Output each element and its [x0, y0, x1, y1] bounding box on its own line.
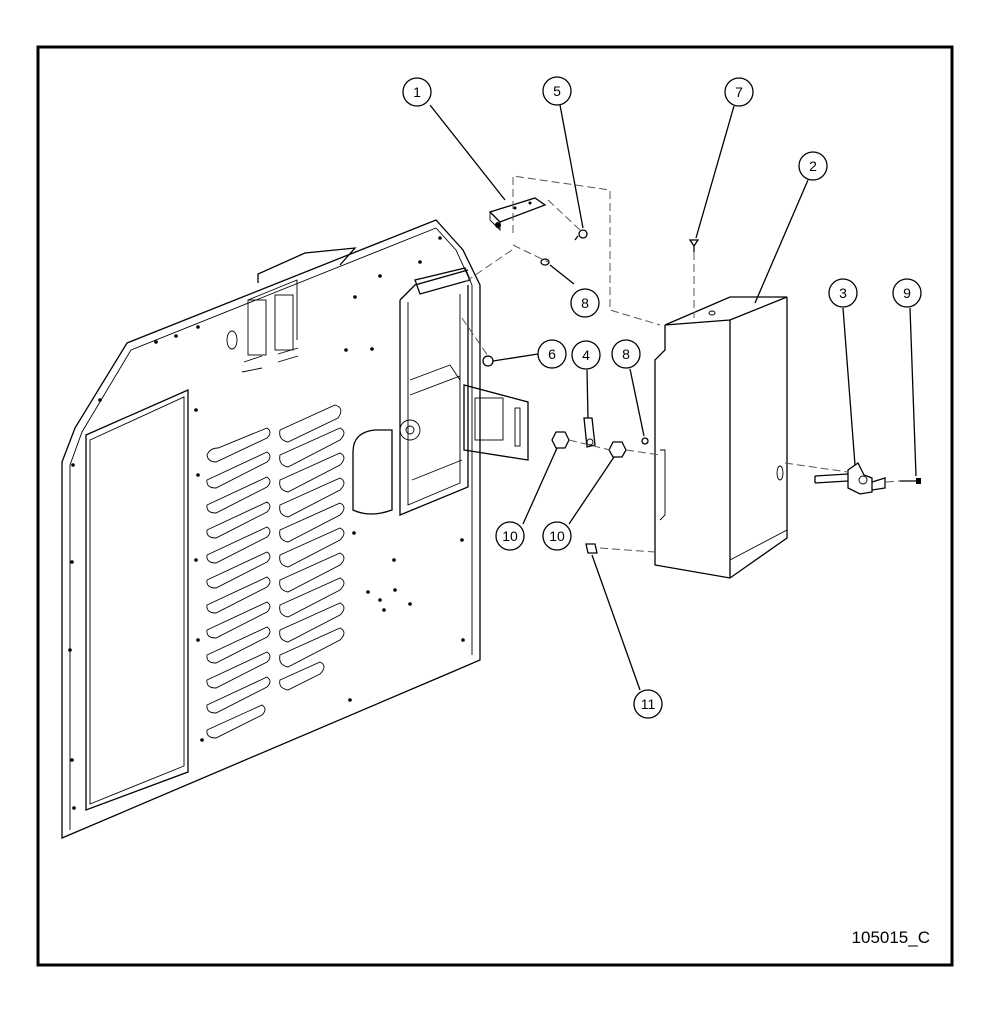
callout-8a: 8	[570, 288, 600, 318]
callout-9-label: 9	[903, 285, 911, 301]
callout-5: 5	[542, 76, 572, 106]
part-9-screw	[900, 478, 921, 484]
part-4-lever	[583, 417, 596, 448]
louver-vents	[206, 404, 345, 739]
callout-5-label: 5	[553, 83, 561, 99]
callout-4: 4	[571, 340, 601, 370]
callout-8a-label: 8	[581, 295, 589, 311]
callout-1: 1	[402, 77, 432, 107]
callout-10b-label: 10	[549, 528, 565, 544]
part-8-fastener-lower	[641, 437, 649, 445]
part-5-screw	[574, 229, 588, 241]
part-1-bracket	[488, 197, 547, 232]
callout-3-label: 3	[839, 285, 847, 301]
part-6-nut	[482, 355, 494, 367]
callout-11-label: 11	[641, 696, 656, 712]
side-panel	[61, 219, 529, 839]
callout-4-label: 4	[582, 347, 590, 363]
leader-lines	[429, 104, 917, 691]
callout-9: 9	[892, 278, 922, 308]
part-2-cover	[654, 296, 788, 579]
part-3-knob	[814, 462, 886, 495]
callout-7: 7	[724, 77, 754, 107]
callout-11: 11	[633, 689, 663, 719]
callout-2-label: 2	[809, 158, 817, 174]
callout-7-label: 7	[735, 84, 743, 100]
callout-2: 2	[798, 151, 828, 181]
assembly-dashed-lines	[461, 175, 901, 553]
callout-6: 6	[537, 339, 567, 369]
callout-3: 3	[828, 278, 858, 308]
callout-8b: 8	[611, 339, 641, 369]
callout-6-label: 6	[548, 346, 556, 362]
drawing-number: 105015_C	[851, 928, 930, 947]
callout-10a-label: 10	[502, 528, 518, 544]
drawing-frame	[36, 45, 954, 967]
callout-8b-label: 8	[622, 346, 630, 362]
callout-10b: 10	[542, 521, 572, 551]
callout-1-label: 1	[413, 84, 421, 100]
part-7-screw	[688, 239, 700, 252]
callout-10a: 10	[495, 521, 525, 551]
part-8-fastener-upper	[540, 258, 550, 266]
part-11-clip	[585, 543, 598, 554]
